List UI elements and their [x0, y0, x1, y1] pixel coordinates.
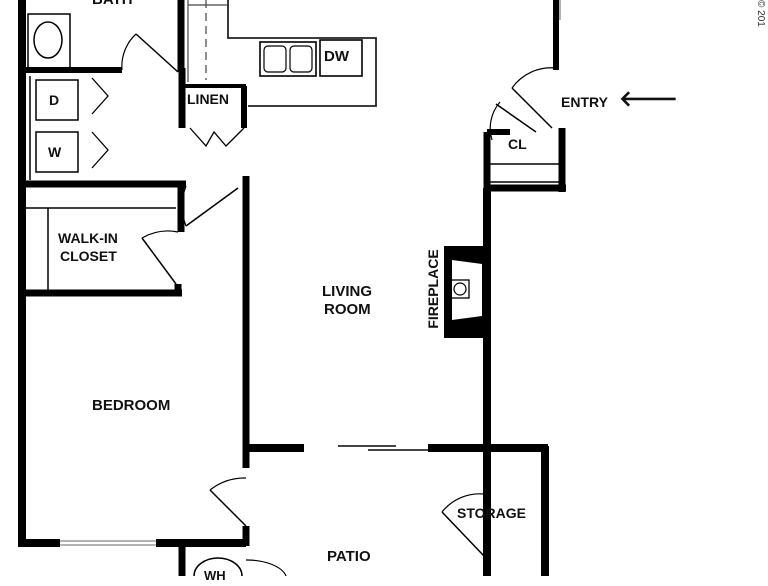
washer-box — [35, 131, 79, 173]
room-label-walk-in-1: WALK-IN — [58, 230, 118, 246]
room-label-walk-in-2: CLOSET — [60, 248, 117, 264]
room-label-living-2: ROOM — [324, 301, 371, 318]
room-label-fireplace: FIREPLACE — [425, 249, 441, 329]
cl-door-arc — [489, 101, 501, 141]
bedroom-door-arc — [181, 185, 187, 227]
storage-door-arc — [441, 493, 485, 513]
room-label-storage: STORAGE — [457, 505, 526, 521]
cl-door — [495, 103, 537, 133]
patio-door-arc — [209, 477, 247, 491]
patio-door — [209, 489, 247, 527]
wh-door — [245, 559, 287, 576]
room-label-living-1: LIVING — [322, 283, 373, 300]
room-label-bath: BATH — [92, 0, 133, 10]
bath-sink — [33, 21, 63, 59]
copyright-text: © 201 — [755, 0, 766, 27]
linen-door — [189, 127, 245, 148]
dishwasher — [319, 39, 363, 77]
bifold-door-dryer — [91, 77, 109, 115]
bath-door — [135, 33, 179, 73]
room-label-bedroom: BEDROOM — [92, 397, 171, 414]
bath-vanity — [27, 13, 71, 69]
entry-door — [511, 87, 553, 129]
entry-door-arc — [511, 67, 557, 89]
appliance-label-dryer: D — [49, 92, 60, 108]
dryer-box — [35, 79, 79, 121]
storage-door — [441, 511, 485, 557]
closet-door — [141, 237, 177, 285]
arrow-left-icon: 🡐 — [619, 86, 678, 111]
room-label-closet: CL — [508, 136, 527, 152]
bifold-door-washer — [91, 131, 109, 169]
appliance-label-washer: W — [48, 144, 62, 160]
water-heater — [193, 557, 243, 576]
room-label-patio: PATIO — [327, 548, 371, 565]
kitchen-counter — [227, 0, 377, 107]
fireplace-unit — [444, 246, 486, 338]
sink-left — [263, 45, 287, 73]
appliance-label-dw: DW — [324, 48, 349, 65]
room-label-entry: ENTRY — [561, 94, 608, 110]
bath-door-arc — [121, 33, 137, 71]
sink — [259, 41, 317, 77]
sink-right — [289, 45, 313, 73]
appliance-label-wh: WH — [204, 568, 226, 583]
room-label-linen: LINEN — [187, 91, 229, 107]
bedroom-door — [185, 187, 239, 227]
closet-door-arc — [141, 230, 179, 239]
